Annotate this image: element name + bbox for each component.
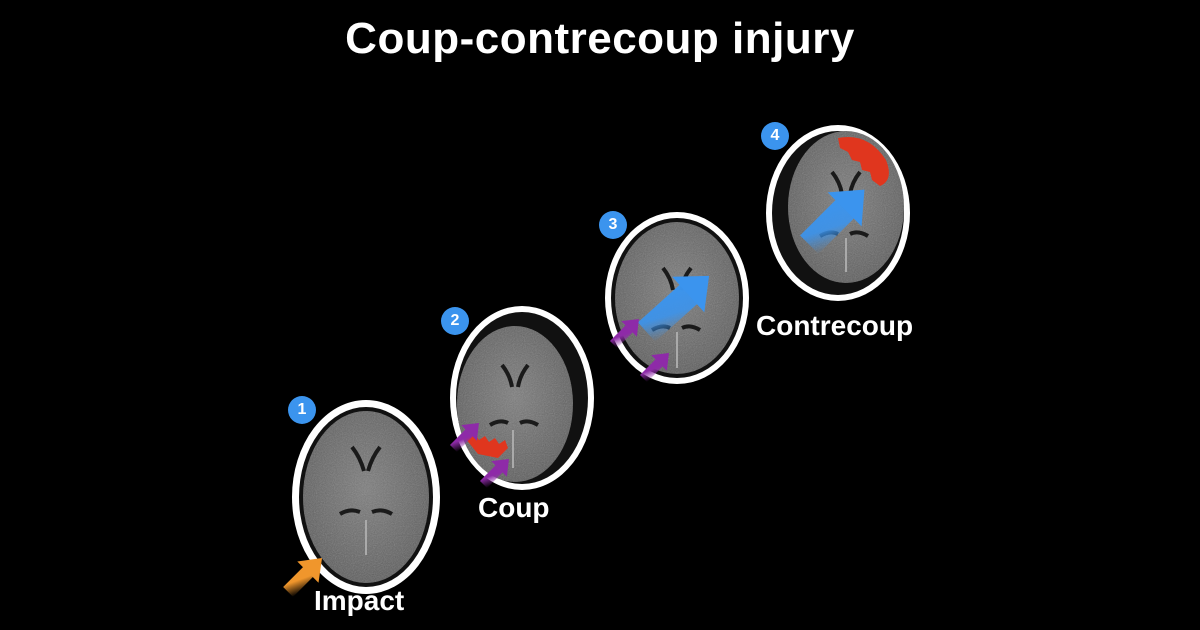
caption-coup: Coup bbox=[478, 492, 550, 523]
step-badge-2: 2 bbox=[441, 307, 469, 335]
contrecoup-lesion bbox=[838, 136, 889, 186]
caption-impact: Impact bbox=[314, 585, 405, 616]
step-badge-4: 4 bbox=[761, 122, 789, 150]
diagram-title: Coup-contrecoup injury bbox=[345, 14, 855, 63]
caption-contrecoup: Contrecoup bbox=[756, 310, 914, 341]
step-badge-3: 3 bbox=[599, 211, 627, 239]
coup-lesion bbox=[465, 434, 508, 458]
step-badge-1: 1 bbox=[288, 396, 316, 424]
